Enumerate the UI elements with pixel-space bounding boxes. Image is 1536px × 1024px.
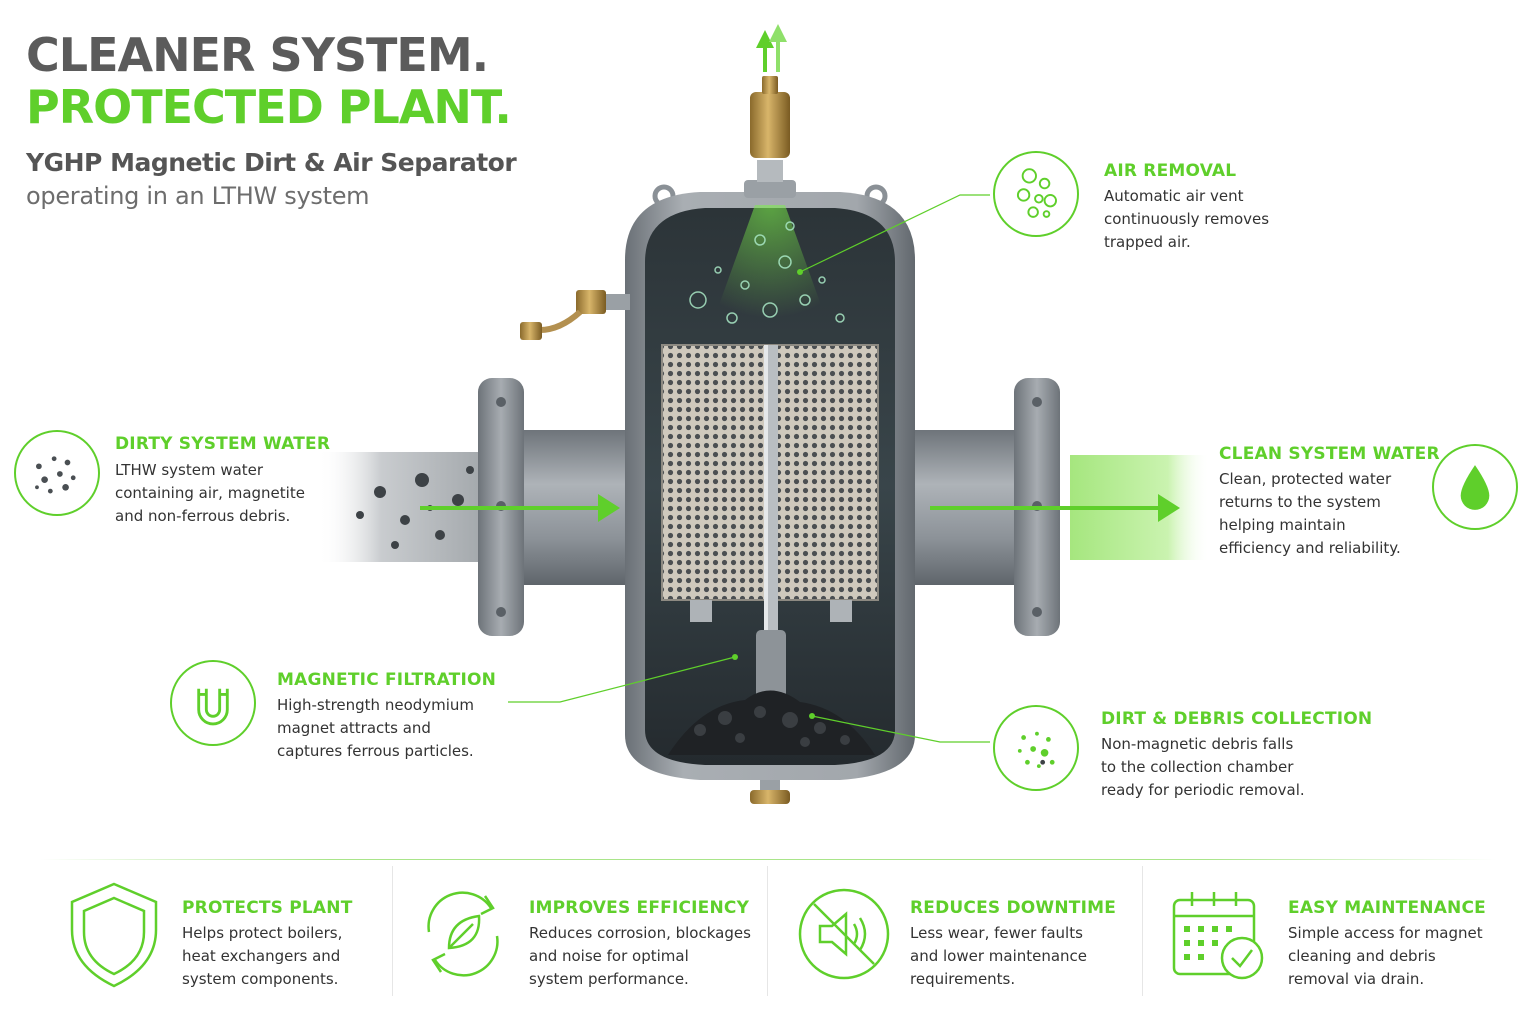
muted-speaker-icon <box>798 888 890 980</box>
feature-protects-plant-title: PROTECTS PLANT <box>182 898 353 918</box>
title-line-1: CLEANER SYSTEM. <box>26 28 489 82</box>
air-removal-title: AIR REMOVAL <box>1104 161 1237 181</box>
subtitle-context: operating in an LTHW system <box>26 182 370 210</box>
magnetic-filtration-title: MAGNETIC FILTRATION <box>277 670 497 690</box>
title-line-2: PROTECTED PLANT. <box>26 80 512 134</box>
bubbles-icon <box>993 151 1079 237</box>
water-drop-icon <box>1432 444 1518 530</box>
feature-separator <box>392 866 393 996</box>
feature-improves-efficiency-title: IMPROVES EFFICIENCY <box>529 898 750 918</box>
debris-icon <box>993 705 1079 791</box>
clean-water-title: CLEAN SYSTEM WATER <box>1219 444 1440 464</box>
subtitle-product: YGHP Magnetic Dirt & Air Separator <box>26 148 517 177</box>
feature-reduces-downtime-title: REDUCES DOWNTIME <box>910 898 1117 918</box>
calendar-check-icon <box>1172 892 1264 980</box>
feature-separator <box>1142 866 1143 996</box>
dirty-water-title: DIRTY SYSTEM WATER <box>115 434 331 454</box>
leaf-cycle-icon <box>427 891 499 977</box>
shield-icon <box>70 882 158 988</box>
feature-easy-maintenance-title: EASY MAINTENANCE <box>1288 898 1486 918</box>
magnet-icon <box>170 660 256 746</box>
particles-icon <box>14 430 100 516</box>
feature-separator <box>767 866 768 996</box>
debris-collection-title: DIRT & DEBRIS COLLECTION <box>1101 709 1373 729</box>
features-divider <box>40 859 1496 860</box>
feature-protects-plant-text: Helps protect boilers,heat exchangers an… <box>182 924 343 988</box>
